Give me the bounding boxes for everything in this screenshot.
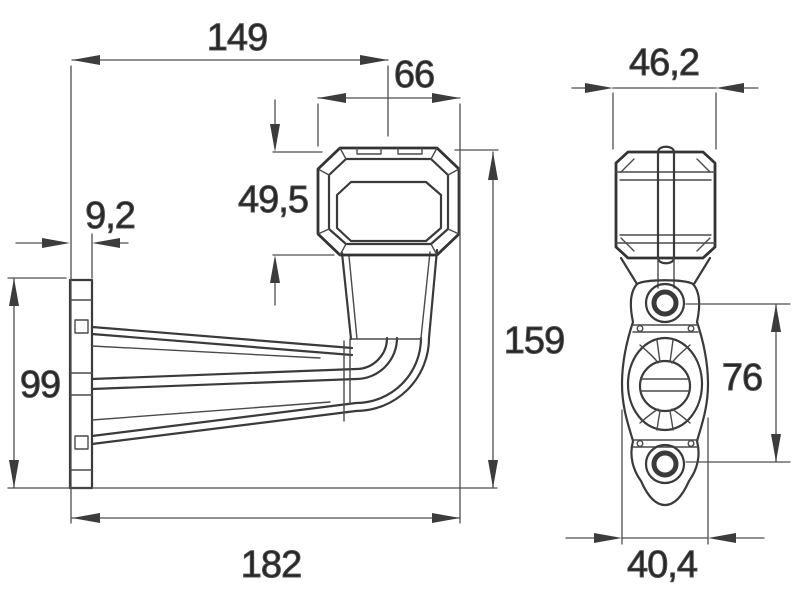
side-view (68, 146, 461, 490)
dimension-182: 182 (71, 513, 461, 587)
mounting-hole-top (644, 282, 686, 324)
dimension-66: 66 (317, 54, 461, 103)
lamp-head-side (316, 146, 461, 257)
dimension-46-2: 46,2 (571, 42, 759, 93)
mounting-hole-bottom (644, 443, 686, 485)
grommet-oval (626, 336, 704, 432)
dim-label-9-2: 9,2 (85, 195, 135, 237)
dim-label-49-5: 49,5 (238, 179, 308, 221)
dim-label-99: 99 (20, 364, 60, 406)
extension-lines (7, 65, 791, 545)
dim-label-149: 149 (207, 17, 267, 59)
support-arm (90, 325, 358, 446)
dimension-49-5: 49,5 (238, 99, 309, 306)
dimension-159: 159 (488, 151, 566, 489)
dim-label-46-2: 46,2 (629, 42, 699, 84)
lamp-head-front (614, 145, 717, 265)
dimension-149: 149 (71, 17, 389, 65)
mounting-plate (68, 278, 94, 490)
front-view (614, 145, 717, 507)
dimensions: 149 66 49,5 9,2 99 (7, 17, 791, 587)
dimension-40-4: 40,4 (565, 533, 765, 587)
rib-bar-upper (632, 324, 699, 333)
dim-label-66: 66 (394, 54, 434, 96)
bracket-body (619, 256, 712, 507)
dim-label-182: 182 (241, 544, 301, 586)
dimension-99: 99 (9, 277, 62, 489)
dimension-9-2: 9,2 (15, 195, 136, 248)
dim-label-40-4: 40,4 (627, 544, 698, 586)
elbow-bend (343, 336, 431, 422)
dim-label-159: 159 (504, 320, 564, 362)
rib-bar-lower (632, 439, 699, 448)
dimension-76: 76 (721, 303, 781, 463)
lamp-neck (340, 248, 439, 341)
dim-label-76: 76 (722, 357, 762, 399)
